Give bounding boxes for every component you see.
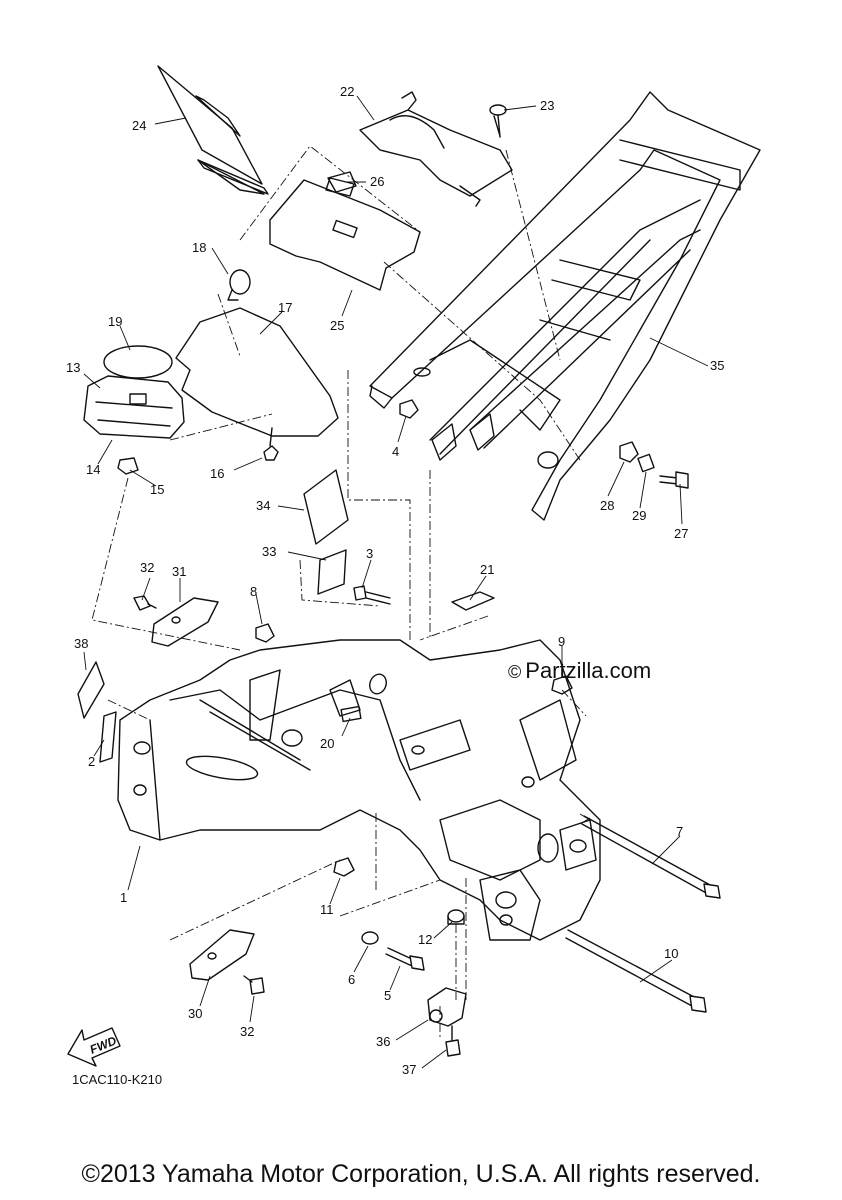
callout-19: 19 <box>108 314 122 329</box>
callout-35: 35 <box>710 358 724 373</box>
callout-10: 10 <box>664 946 678 961</box>
callout-14: 14 <box>86 462 100 477</box>
callout-32-lower: 32 <box>240 1024 254 1039</box>
part-23-bolt <box>489 104 507 138</box>
callout-16: 16 <box>210 466 224 481</box>
part-17-cover <box>175 307 339 437</box>
callout-21: 21 <box>480 562 494 577</box>
part-32-bolt-lower <box>243 975 265 995</box>
part-33-decal <box>317 549 347 595</box>
part-24-decal <box>157 65 269 195</box>
part-31-plate <box>151 597 219 647</box>
callout-4: 4 <box>392 444 399 459</box>
watermark-copyright-symbol: © <box>508 662 522 682</box>
callout-26: 26 <box>370 174 384 189</box>
part-15-nut <box>117 457 139 475</box>
callout-6: 6 <box>348 972 355 987</box>
part-27-bolt <box>659 471 689 489</box>
assembly-lines <box>91 145 587 1040</box>
callout-27: 27 <box>674 526 688 541</box>
callout-8: 8 <box>250 584 257 599</box>
callout-3: 3 <box>366 546 373 561</box>
copyright-notice: ©2013 Yamaha Motor Corporation, U.S.A. A… <box>81 1160 761 1188</box>
part-18-clamp <box>227 269 251 301</box>
part-34-decal <box>303 469 349 545</box>
callout-12: 12 <box>418 932 432 947</box>
part-6-washer <box>361 931 379 945</box>
watermark-text: Partzilla.com <box>525 658 652 683</box>
callout-15: 15 <box>150 482 164 497</box>
callout-32-upper: 32 <box>140 560 154 575</box>
part-5-bolt <box>385 947 425 971</box>
callout-18: 18 <box>192 240 206 255</box>
callout-9: 9 <box>558 634 565 649</box>
callout-1: 1 <box>120 890 127 905</box>
part-38-decal <box>77 661 105 719</box>
part-36-bracket <box>427 987 467 1027</box>
part-37-bolt <box>445 1025 461 1057</box>
part-19-ring <box>103 345 173 379</box>
part-2-decal <box>99 711 117 763</box>
callout-22: 22 <box>340 84 354 99</box>
part-16-screw <box>263 427 279 461</box>
watermark: ©Partzilla.com <box>508 658 651 684</box>
callout-30: 30 <box>188 1006 202 1021</box>
part-22-bracket <box>359 91 513 207</box>
part-1-main-frame <box>117 639 601 941</box>
part-10-long-bolt <box>565 929 707 1013</box>
callout-numbers: 1 2 3 4 5 6 7 8 9 10 11 12 13 14 15 16 1… <box>66 84 724 1077</box>
part-4-nut <box>399 399 419 419</box>
callout-24: 24 <box>132 118 146 133</box>
part-12-collar <box>447 909 465 925</box>
callout-28: 28 <box>600 498 614 513</box>
part-8-nut <box>255 623 275 643</box>
callout-7: 7 <box>676 824 683 839</box>
callout-23: 23 <box>540 98 554 113</box>
callout-13: 13 <box>66 360 80 375</box>
callout-34: 34 <box>256 498 270 513</box>
fwd-arrow-icon: FWD <box>67 1027 121 1067</box>
callout-2: 2 <box>88 754 95 769</box>
callout-25: 25 <box>330 318 344 333</box>
callout-5: 5 <box>384 988 391 1003</box>
leader-lines <box>83 95 709 1069</box>
part-25-panel <box>269 177 421 291</box>
part-26-pad <box>327 171 357 193</box>
part-11-nut <box>333 857 355 877</box>
callout-20: 20 <box>320 736 334 751</box>
callout-31: 31 <box>172 564 186 579</box>
part-35-subframe <box>369 91 761 521</box>
callout-29: 29 <box>632 508 646 523</box>
part-29-collar <box>637 453 655 473</box>
part-32-bolt-upper <box>133 595 157 611</box>
part-3-bolt <box>353 585 391 605</box>
callout-38: 38 <box>74 636 88 651</box>
callout-37: 37 <box>402 1062 416 1077</box>
diagram-code: 1CAC110-K210 <box>72 1072 163 1087</box>
part-21-bracket <box>451 591 495 611</box>
callout-17: 17 <box>278 300 292 315</box>
callout-11: 11 <box>320 902 334 917</box>
part-30-plate <box>189 929 255 981</box>
callout-36: 36 <box>376 1034 390 1049</box>
callout-33: 33 <box>262 544 276 559</box>
part-28-nut <box>619 441 639 463</box>
part-13-14-housing <box>83 375 185 439</box>
part-7-long-bolt <box>579 813 721 899</box>
